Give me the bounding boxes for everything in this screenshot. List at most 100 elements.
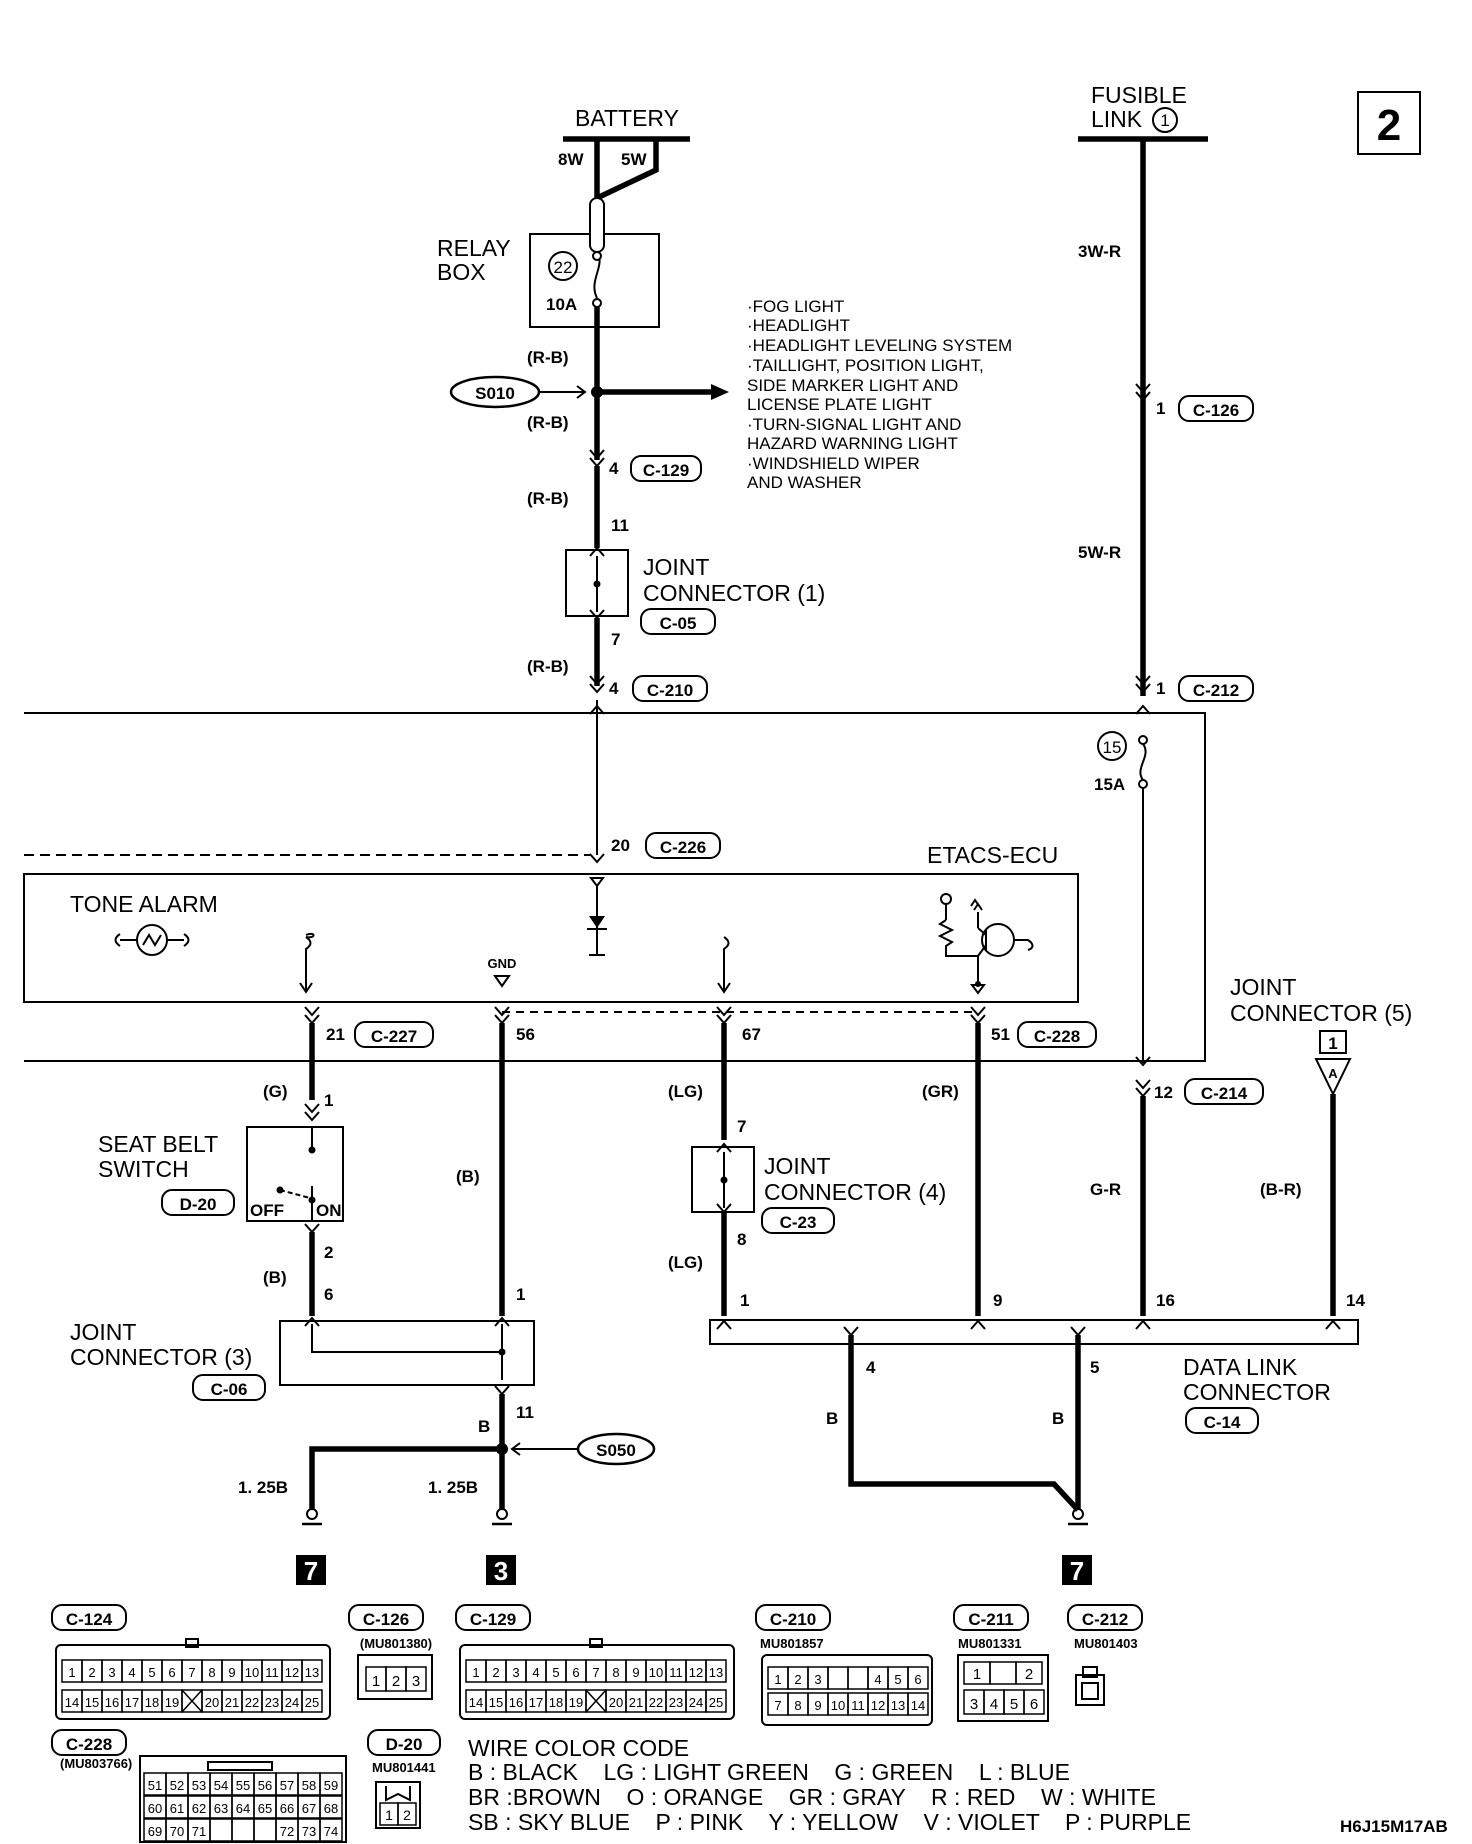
conn-d20: D-20 <box>180 1195 217 1214</box>
connector-pin-number: 7 <box>188 1665 195 1680</box>
connector-pin-cell <box>1023 1689 1045 1715</box>
conn-c212: C-212 <box>1193 681 1239 700</box>
seatbelt-line1: SEAT BELT <box>98 1131 218 1157</box>
joint4-line1: JOINT <box>764 1153 830 1179</box>
wire-label-5wr: 5W-R <box>1078 543 1121 562</box>
load-item: SIDE MARKER LIGHT AND <box>747 376 958 395</box>
connector-pin-number: 3 <box>108 1665 115 1680</box>
conn-c228-box <box>1017 1021 1097 1048</box>
connector-pin-cell <box>231 1818 255 1842</box>
connector-pin-number: 14 <box>911 1698 925 1713</box>
conn-c226-box <box>645 832 721 859</box>
load-item: LICENSE PLATE LIGHT <box>747 395 932 414</box>
joint5-triangle <box>1314 1058 1352 1097</box>
connector-pin-number: 21 <box>629 1695 643 1710</box>
load-item: ·TURN-SIGNAL LIGHT AND <box>747 415 961 434</box>
connector-pin-number: 6 <box>1030 1696 1038 1713</box>
pin-c126: 1 <box>1156 399 1165 418</box>
load-item: ·TAILLIGHT, POSITION LIGHT, <box>747 356 984 375</box>
battery-fuse-body <box>589 197 605 253</box>
connector-pin-number: 11 <box>669 1665 683 1680</box>
load-item: ·FOG LIGHT <box>747 297 844 316</box>
connector-pin-number: 12 <box>689 1665 703 1680</box>
cv-c211-name: C-211 <box>968 1610 1013 1629</box>
connector-pin-number: 3 <box>970 1696 978 1713</box>
connector-pin-number: 3 <box>512 1665 519 1680</box>
connector-pin-number: 10 <box>649 1665 663 1680</box>
connector-pin-number: 20 <box>609 1695 623 1710</box>
seat-belt-switch-box <box>246 1126 344 1222</box>
connector-pin-number: 1 <box>774 1672 781 1687</box>
conn-c227: C-227 <box>371 1027 417 1046</box>
joint1-line2: CONNECTOR (1) <box>643 580 825 606</box>
connector-pin-number: 23 <box>265 1695 279 1710</box>
fuse22-rating: 10A <box>546 295 577 314</box>
conn-c23-box <box>761 1207 835 1234</box>
data-link-connector-box <box>709 1319 1359 1345</box>
tone-alarm-icon <box>114 924 190 956</box>
cv-c126-part: (MU801380) <box>360 1636 432 1651</box>
connector-pin-number: 61 <box>170 1801 184 1816</box>
wire-label-b-seat: (B) <box>263 1268 287 1287</box>
conn-c210-box <box>632 675 708 702</box>
pin-dl16: 16 <box>1156 1291 1175 1310</box>
connector-pin-number: 2 <box>794 1672 801 1687</box>
connector-pin-blank <box>585 1689 607 1713</box>
pin-dl9: 9 <box>993 1291 1002 1310</box>
battery-5w: 5W <box>621 150 647 169</box>
connector-pin-number: 15 <box>85 1695 99 1710</box>
connector-pin-number: 14 <box>65 1695 79 1710</box>
connector-pin-cell <box>705 1689 727 1713</box>
wire-label-rb4: (R-B) <box>527 657 569 676</box>
legend-line2: BR :BROWN O : ORANGE GR : GRAY R : RED W… <box>468 1784 1156 1810</box>
joint3-line1: JOINT <box>70 1319 136 1345</box>
pin-c227: 21 <box>326 1025 345 1044</box>
joint5-tri-label: A <box>1328 1066 1338 1081</box>
battery-label: BATTERY <box>575 105 679 131</box>
connector-pin-number: 74 <box>324 1824 338 1839</box>
conn-c129: C-129 <box>643 461 689 480</box>
wire-label-rb2: (R-B) <box>527 413 569 432</box>
pin-gnd: 56 <box>516 1025 535 1044</box>
pin-c05-bot: 7 <box>611 630 620 649</box>
conn-c129-box <box>630 455 702 482</box>
pin-c226: 20 <box>611 836 630 855</box>
connector-pin-cell <box>397 1802 417 1826</box>
connector-pin-number: 2 <box>392 1673 400 1690</box>
wire-label-rb1: (R-B) <box>527 348 569 367</box>
conn-c212-box <box>1178 675 1254 702</box>
connector-pin-number: 1 <box>372 1673 380 1690</box>
pin-dl4: 4 <box>866 1358 876 1377</box>
pin-dl5: 5 <box>1090 1358 1099 1377</box>
connector-pin-cell <box>319 1818 343 1842</box>
wire-datalink-ground <box>848 1335 1081 1512</box>
connector-pin-number: 13 <box>891 1698 905 1713</box>
conn-c14: C-14 <box>1204 1413 1241 1432</box>
cv-c212-name: C-212 <box>1082 1610 1128 1629</box>
connector-pin-number: 9 <box>632 1665 639 1680</box>
internal-lead-67 <box>717 936 731 994</box>
loads-list: ·FOG LIGHT ·HEADLIGHT ·HEADLIGHT LEVELIN… <box>747 297 1012 492</box>
connector-pin-number: 60 <box>148 1801 162 1816</box>
connector-pin-number: 19 <box>165 1695 179 1710</box>
connector-pin-number: 4 <box>990 1696 998 1713</box>
connector-pin-number: 22 <box>649 1695 663 1710</box>
connector-pin-number: 23 <box>669 1695 683 1710</box>
joint5-box <box>1319 1030 1347 1054</box>
connector-pin-number: 62 <box>192 1801 206 1816</box>
seatbelt-line2: SWITCH <box>98 1156 189 1182</box>
wire-label-3wr: 3W-R <box>1078 242 1121 261</box>
connector-pin-number: 70 <box>170 1824 184 1839</box>
legend-line3: SB : SKY BLUE P : PINK Y : YELLOW V : VI… <box>468 1809 1191 1835</box>
connector-pin-number: 58 <box>302 1778 316 1793</box>
pin-c129: 4 <box>609 459 619 478</box>
connector-pin-cell <box>989 1661 1017 1685</box>
joint-connector-1-box <box>565 549 629 617</box>
connector-pin-number: 7 <box>774 1698 781 1713</box>
connector-pin-number: 3 <box>412 1673 420 1690</box>
gnd-label: GND <box>488 956 517 971</box>
connector-pin-cell <box>253 1818 277 1842</box>
